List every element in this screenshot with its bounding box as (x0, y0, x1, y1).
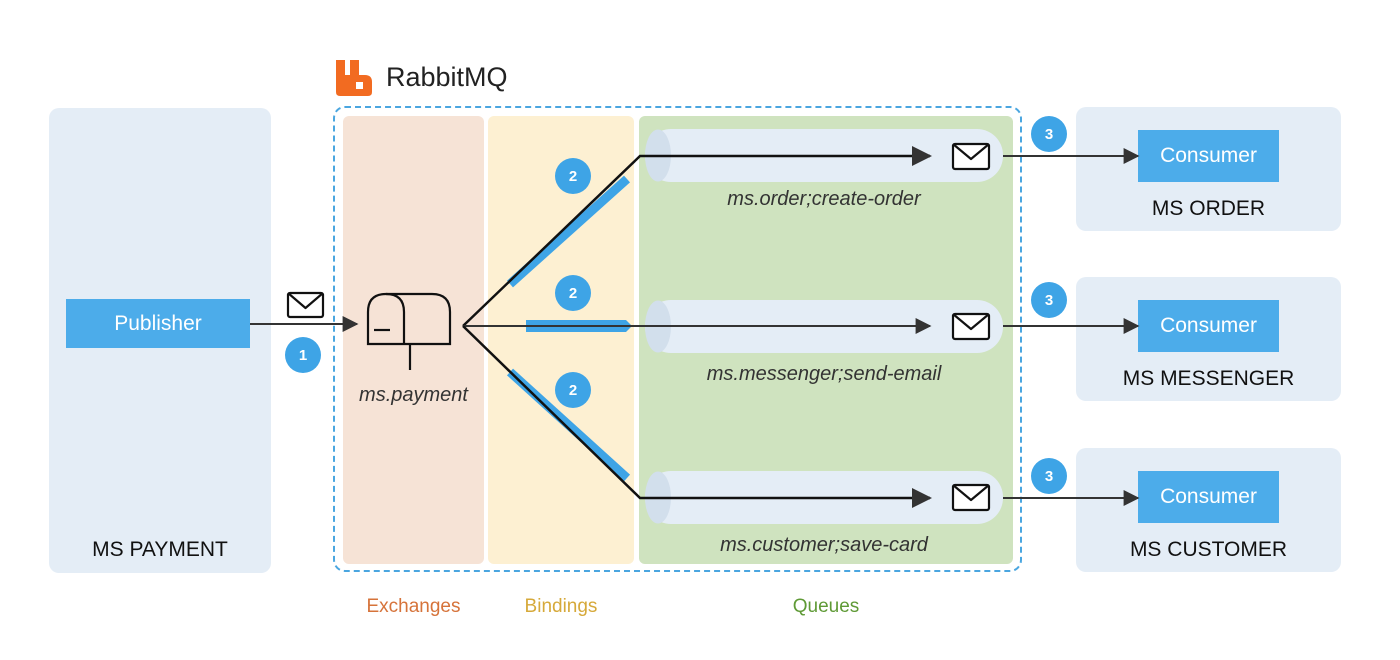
rabbitmq-boundary (333, 106, 1022, 572)
publisher-box[interactable]: Publisher (66, 299, 250, 348)
step-badge-route-order: 2 (555, 158, 591, 194)
brand-name: RabbitMQ (386, 62, 508, 92)
envelope-icon (951, 142, 991, 171)
exchange-name: ms.payment (359, 384, 468, 406)
envelope-icon (286, 291, 325, 319)
consumer-order-box[interactable]: Consumer (1138, 130, 1279, 182)
consumer-messenger-box[interactable]: Consumer (1138, 300, 1279, 352)
ms-payment-panel: Publisher MS PAYMENT (49, 108, 271, 573)
step-badge-consume-customer: 3 (1031, 458, 1067, 494)
step-badge-route-messenger: 2 (555, 275, 591, 311)
ms-customer-label: MS CUSTOMER (1129, 538, 1288, 561)
ms-order-label: MS ORDER (1151, 197, 1266, 220)
queue-name-customer: ms.customer;save-card (720, 534, 928, 556)
rabbitmq-brand: RabbitMQ (334, 56, 534, 100)
queues-label: Queues (792, 596, 860, 617)
step-badge-route-customer: 2 (555, 372, 591, 408)
step-badge-consume-order: 3 (1031, 116, 1067, 152)
mailbox-icon (366, 292, 452, 370)
envelope-icon (951, 483, 991, 512)
envelope-icon (951, 312, 991, 341)
step-badge-consume-messenger: 3 (1031, 282, 1067, 318)
queue-name-messenger: ms.messenger;send-email (706, 363, 942, 385)
queue-name-order: ms.order;create-order (727, 188, 921, 210)
exchanges-lane (343, 116, 484, 564)
binding-highlight-order (506, 175, 631, 288)
ms-payment-label: MS PAYMENT (92, 538, 228, 561)
ms-customer-panel: Consumer MS CUSTOMER (1076, 448, 1341, 572)
bindings-label: Bindings (524, 596, 598, 617)
ms-messenger-panel: Consumer MS MESSENGER (1076, 277, 1341, 401)
ms-messenger-label: MS MESSENGER (1122, 367, 1295, 390)
rabbitmq-logo-icon (336, 60, 372, 96)
binding-arrow-order (462, 146, 932, 327)
consumer-customer-box[interactable]: Consumer (1138, 471, 1279, 523)
step-badge-publish: 1 (285, 337, 321, 373)
binding-arrow-customer (462, 325, 932, 508)
exchanges-label: Exchanges (366, 596, 461, 617)
ms-order-panel: Consumer MS ORDER (1076, 107, 1341, 231)
